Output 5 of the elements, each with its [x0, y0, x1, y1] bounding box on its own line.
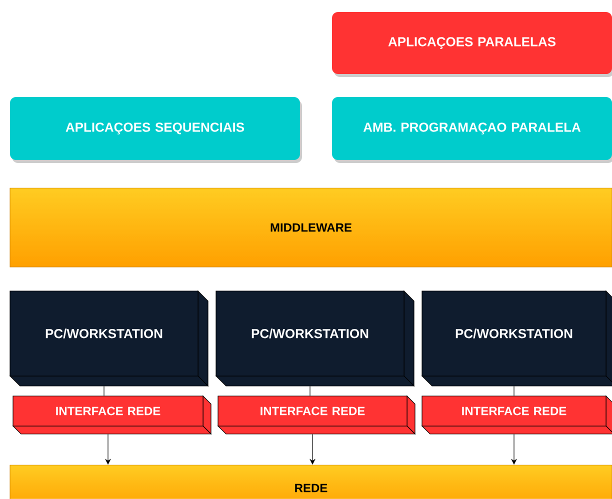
- middleware-band: MIDDLEWARE: [10, 188, 612, 268]
- environment-box: AMB. PROGRAMAÇAO PARALELA: [332, 97, 612, 163]
- application-box: APLICAÇOES SEQUENCIAIS: [10, 97, 302, 163]
- application-box: APLICAÇOES PARALELAS: [332, 12, 612, 77]
- network-band: REDE: [10, 464, 612, 499]
